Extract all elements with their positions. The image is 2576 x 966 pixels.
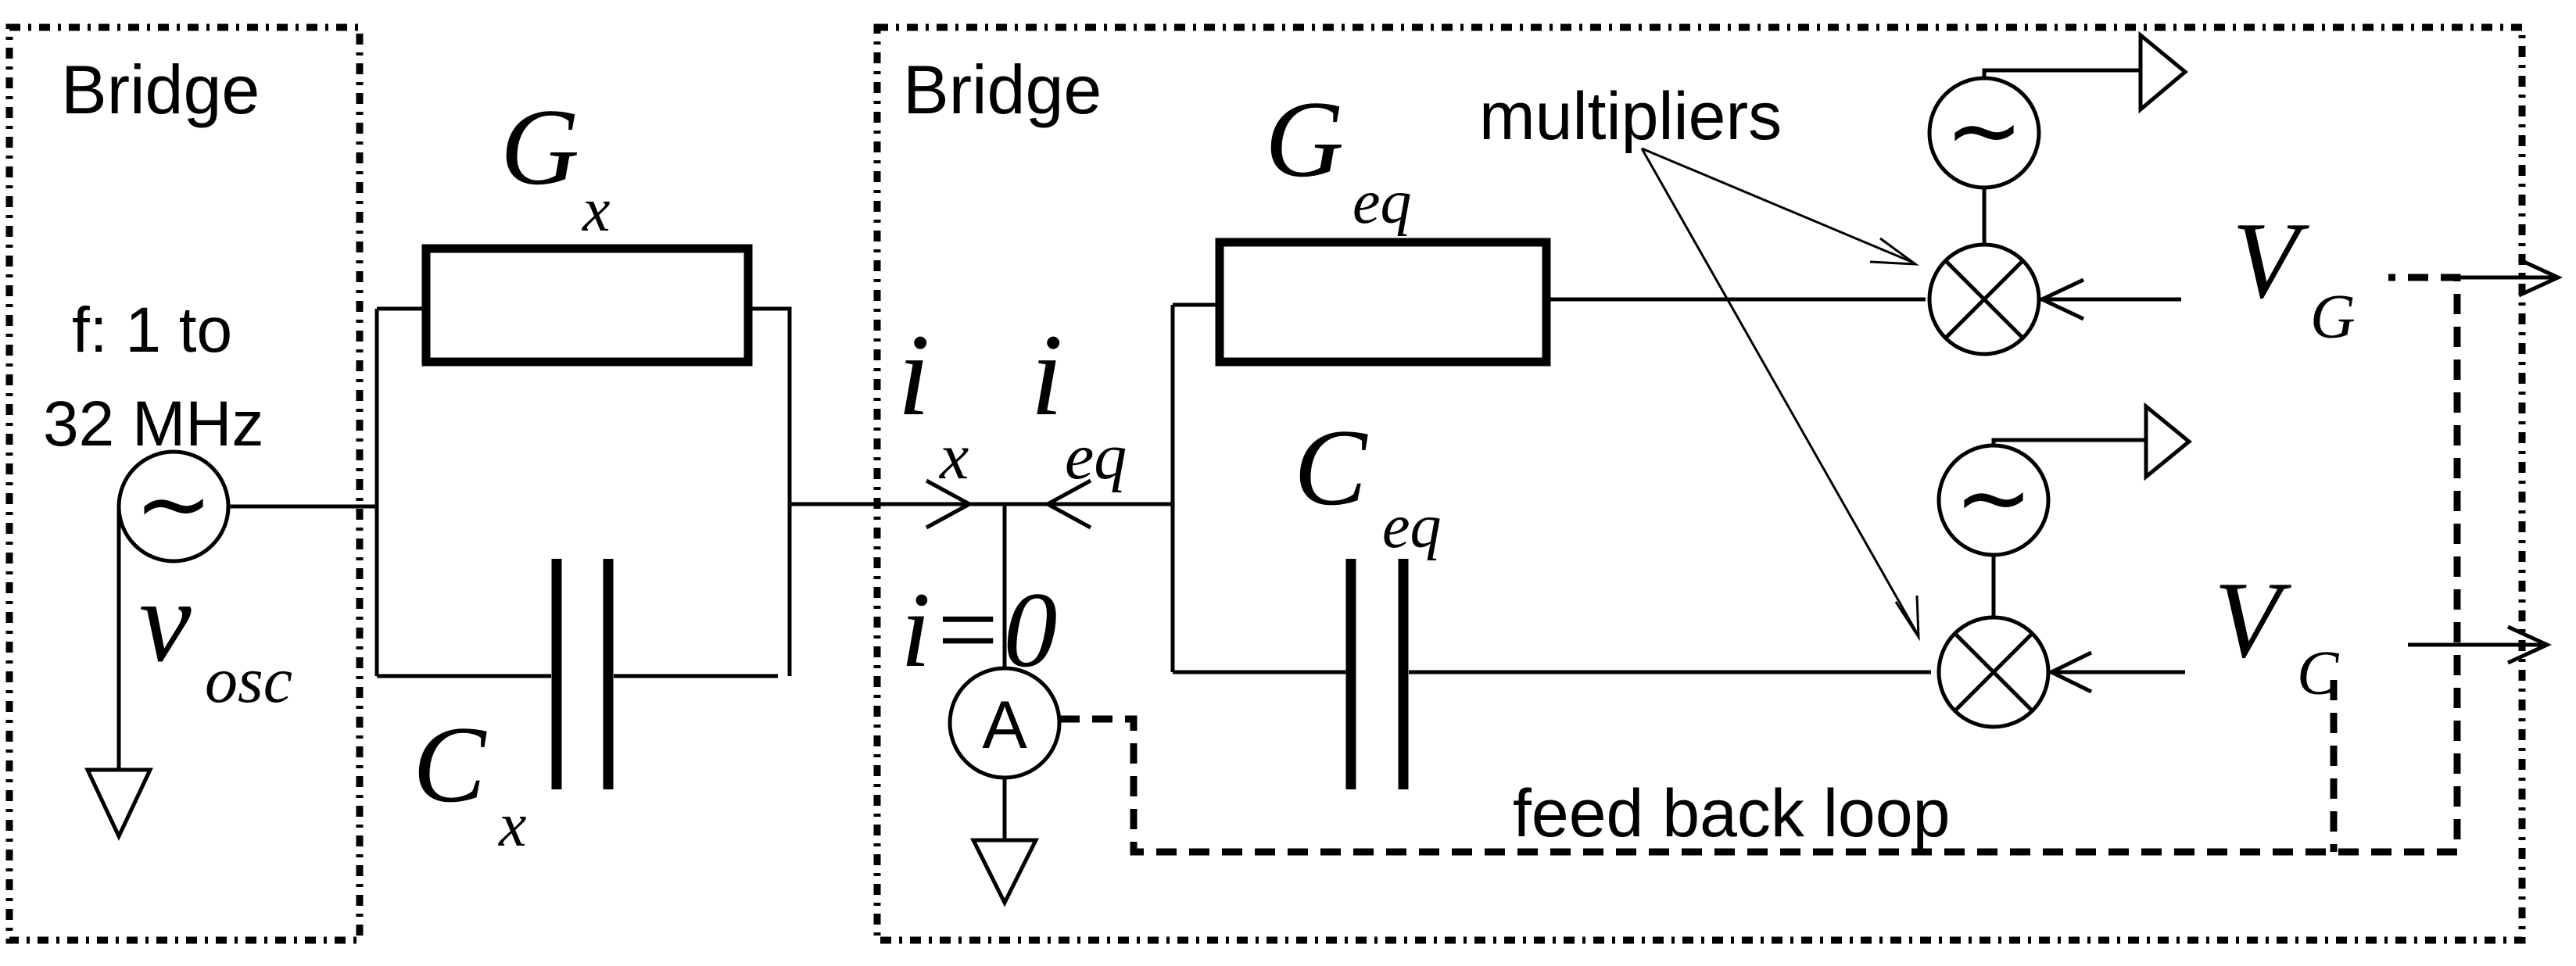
right-bridge-label: Bridge xyxy=(903,51,1102,128)
cx-symbol: C xyxy=(413,704,487,825)
voltage-subscript: osc xyxy=(205,644,292,717)
vg-symbol: V xyxy=(2232,200,2309,321)
feedback-vg-output-arrow-icon xyxy=(2517,257,2563,298)
svg-text:~: ~ xyxy=(1954,444,2033,553)
ix-arrow-icon xyxy=(925,478,974,530)
ieq-symbol: i xyxy=(1030,310,1063,440)
oscillator-ground-icon xyxy=(84,767,153,841)
ceq-symbol: C xyxy=(1294,407,1368,528)
left-bridge-box xyxy=(5,23,364,944)
ieq-arrow-icon xyxy=(1043,478,1092,530)
conductance-geq-resistor xyxy=(1215,238,1551,367)
geq-symbol: G xyxy=(1265,79,1344,200)
multiplier-pointer-bottom xyxy=(1640,148,1919,634)
vc-input-arrow-icon xyxy=(2047,650,2093,694)
ceq-subscript: eq xyxy=(1382,492,1442,561)
sample-top-right-wire xyxy=(748,306,792,676)
ix-symbol: i xyxy=(897,310,930,440)
right-bridge-box xyxy=(873,23,2526,944)
svg-text:A: A xyxy=(982,688,1027,763)
vg-input-arrow-icon xyxy=(2037,277,2085,321)
voltage-symbol: v xyxy=(139,556,192,686)
frequency-line-2: 32 MHz xyxy=(43,388,264,460)
geq-subscript: eq xyxy=(1352,168,1412,237)
bottom-oscillator-output-wire xyxy=(1991,438,2146,445)
top-output-triangle-icon xyxy=(2138,30,2188,114)
multipliers-label: multipliers xyxy=(1479,79,1782,154)
top-reference-oscillator-icon: ~ xyxy=(1927,76,2041,190)
gx-symbol: G xyxy=(500,87,579,208)
bottom-output-triangle-icon xyxy=(2144,402,2192,481)
ix-subscript: x xyxy=(938,420,969,493)
oscillator-source-icon: ~ xyxy=(116,449,231,564)
frequency-line-1: f: 1 to xyxy=(72,295,232,366)
ieq-subscript: eq xyxy=(1065,420,1127,493)
conductance-gx-resistor xyxy=(421,244,753,367)
feedback-loop-path xyxy=(1059,274,2461,856)
ammeter-ground-icon xyxy=(969,838,1040,907)
gx-subscript: x xyxy=(582,176,611,245)
top-oscillator-output-wire xyxy=(1982,68,2141,78)
svg-text:~: ~ xyxy=(134,450,213,559)
feedback-loop-label: feed back loop xyxy=(1513,776,1950,851)
vg-subscript: G xyxy=(2310,283,2356,352)
multiplier-pointer-top xyxy=(1641,147,1912,263)
feedback-vc-output-arrow-icon xyxy=(2506,624,2552,665)
cx-subscript: x xyxy=(498,791,527,860)
bottom-reference-oscillator-icon: ~ xyxy=(1936,443,2051,557)
multiplier-pointer-bottom-head xyxy=(1894,595,1920,642)
vc-symbol: V xyxy=(2214,560,2291,681)
left-bridge-label: Bridge xyxy=(61,51,260,128)
balance-condition: i=0 xyxy=(901,570,1057,689)
bottom-multiplier-icon xyxy=(1936,615,2051,729)
svg-text:~: ~ xyxy=(1945,77,2024,185)
multiplier-pointer-top-head xyxy=(1869,237,1919,266)
top-multiplier-icon xyxy=(1927,242,2041,356)
